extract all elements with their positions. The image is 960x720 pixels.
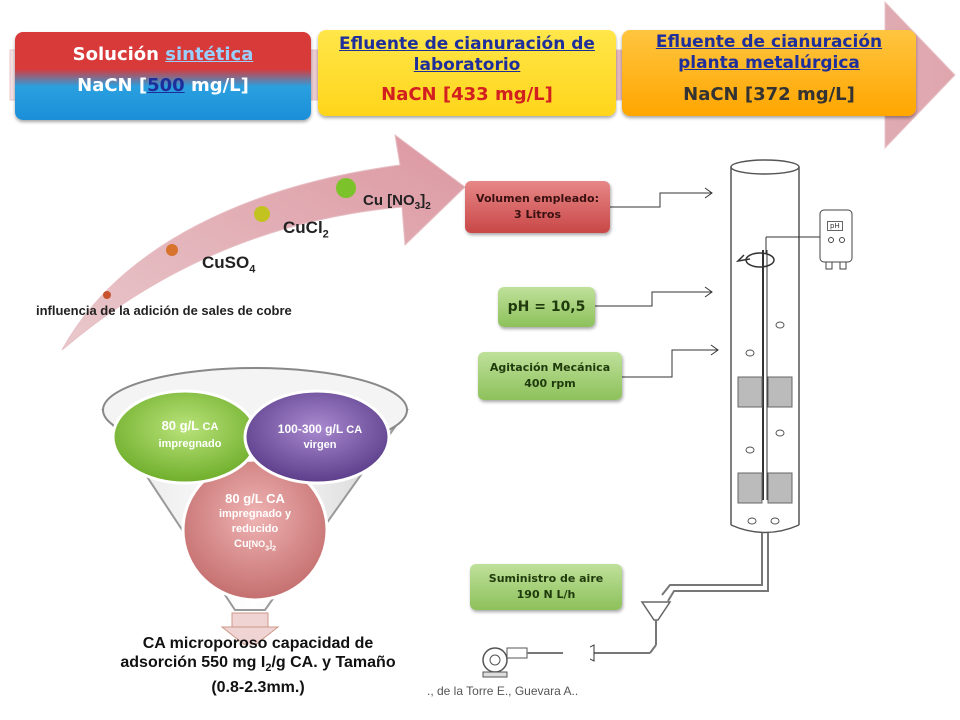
lab-effluent-title[interactable]: Efluente de cianuración de laboratorio (339, 34, 595, 75)
circle-impregnated-label: 80 g/L CA impregnado (158, 418, 222, 450)
salt-cuno3: Cu [NO3]2 (363, 192, 431, 212)
funnel-diagram (101, 367, 409, 645)
header-box-lab-effluent: Efluente de cianuración de laboratorio N… (318, 30, 616, 116)
concentration-link[interactable]: 500 (147, 75, 185, 96)
circle-reduced-label: 80 g/L CA impregnado y reducido Cu[NO3]2 (218, 491, 292, 553)
ph-meter-label: pH (827, 221, 843, 231)
dot-icon (254, 206, 270, 222)
footer-credit: ., de la Torre E., Guevara A.. (427, 684, 579, 698)
circle-virgin (243, 389, 391, 485)
box1-line2: NaCN [500 mg/L] (77, 75, 249, 96)
header-box-synthetic: Solución sintética NaCN [500 mg/L] (15, 32, 311, 120)
salts-caption: influencia de la adición de sales de cob… (36, 303, 292, 318)
dot-icon (336, 178, 356, 198)
circle-virgin-label: 100-300 g/L CA virgen (277, 422, 363, 451)
salt-cucl2: CuCl2 (283, 218, 329, 241)
dot-icon (103, 291, 111, 299)
air-pump-icon (482, 647, 563, 678)
lab-effluent-concentration: NaCN [433 mg/L] (381, 84, 553, 105)
funnel-caption: CA microporoso capacidad de adsorción 55… (120, 635, 396, 697)
plant-effluent-title[interactable]: Efluente de cianuración planta metalúrgi… (655, 32, 883, 73)
box1-line1: Solución sintética (72, 44, 254, 65)
ph-label-box: pH = 10,5 (498, 287, 595, 327)
air-supply-label-box: Suministro de aire 190 N L/h (470, 564, 622, 610)
copper-salts-arrow (61, 133, 466, 351)
header-box-plant-effluent: Efluente de cianuración planta metalúrgi… (622, 30, 916, 116)
plant-effluent-concentration: NaCN [372 mg/L] (683, 84, 855, 105)
salt-cuso4: CuSO4 (202, 253, 256, 276)
synthetic-link[interactable]: sintética (165, 44, 254, 65)
reactor-schematic (590, 159, 853, 662)
agitation-label-box: Agitación Mecánica 400 rpm (478, 352, 622, 400)
dot-icon (166, 244, 178, 256)
volume-label-box: Volumen empleado: 3 Litros (465, 181, 610, 233)
